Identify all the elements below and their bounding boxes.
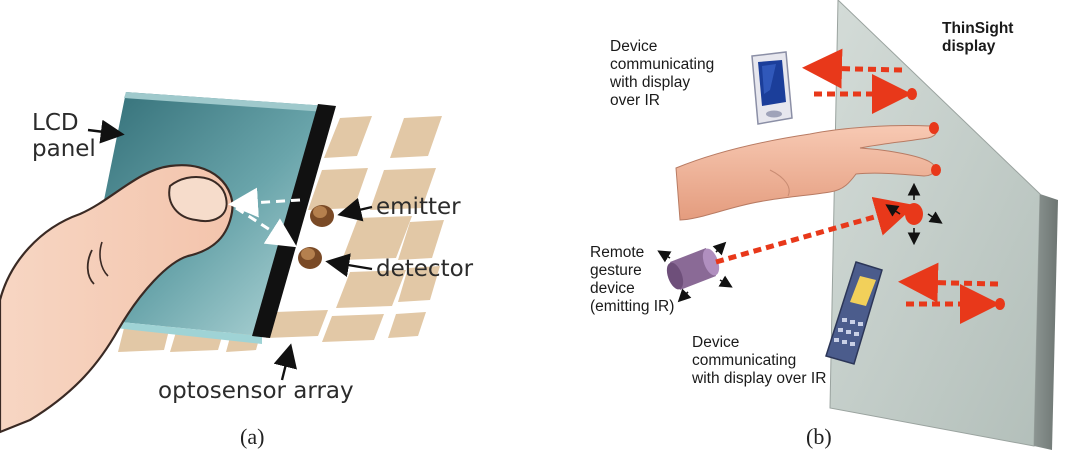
panel-b: ThinSight display Device communicating w… [530, 0, 1069, 462]
device-top-label: Device communicating with display over I… [610, 38, 714, 110]
thinsight-display-label: ThinSight display [942, 20, 1013, 56]
detector-component [298, 247, 322, 269]
thinsight-display [830, 0, 1058, 450]
caption-a: (a) [240, 424, 264, 450]
detector-label: detector [376, 256, 473, 282]
lcd-panel-label: LCD panel [32, 110, 96, 162]
device-bottom-label: Device communicating with display over I… [692, 334, 826, 388]
optosensor-array-label: optosensor array [158, 378, 354, 404]
emitter-component [310, 205, 334, 227]
caption-b: (b) [806, 424, 832, 450]
pda-device [752, 52, 792, 124]
emitter-label: emitter [376, 194, 461, 220]
panel-a: LCD panel emitter detector optosensor ar… [0, 0, 520, 462]
remote-gesture-label: Remote gesture device (emitting IR) [590, 244, 674, 316]
